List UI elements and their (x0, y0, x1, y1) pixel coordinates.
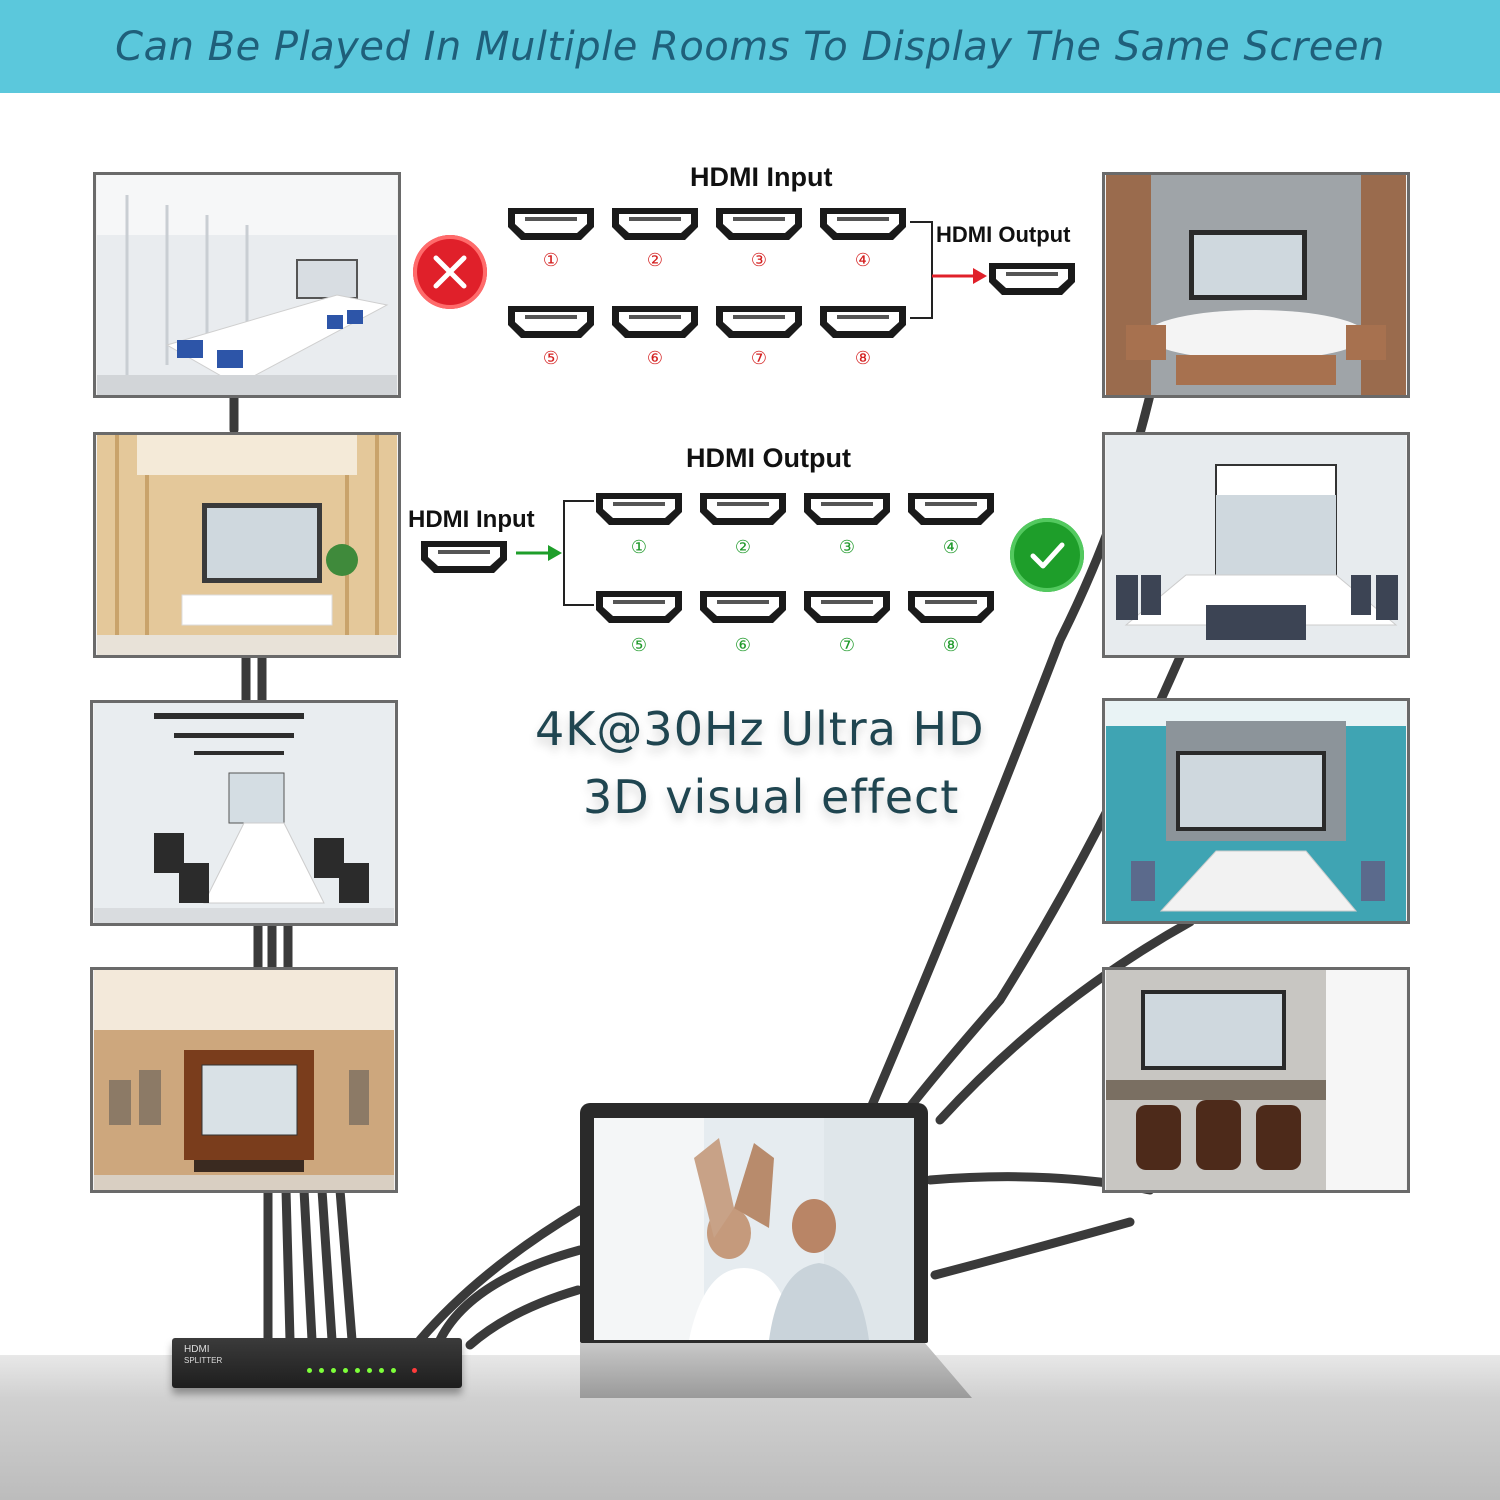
splitter-output-port-3 (801, 490, 893, 528)
top-banner: Can Be Played In Multiple Rooms To Displ… (0, 0, 1500, 93)
splitter-output-port-number-8: ⑧ (942, 635, 960, 656)
switch-input-port-number-2: ② (646, 250, 664, 271)
splitter-output-heading: HDMI Output (686, 443, 851, 473)
check-icon (1030, 542, 1065, 569)
splitter-output-port-1 (593, 490, 685, 528)
laptop (580, 1103, 975, 1403)
laptop-screen (580, 1103, 928, 1343)
room-photo-right-1 (1102, 172, 1410, 398)
switch-input-port-number-4: ④ (854, 250, 872, 271)
splitter-output-port-number-5: ⑤ (630, 635, 648, 656)
switch-input-port-4 (817, 205, 909, 243)
switch-input-port-number-7: ⑦ (750, 348, 768, 369)
room-photo-left-1 (93, 172, 401, 398)
splitter-output-port-6 (697, 588, 789, 626)
led-3 (331, 1368, 336, 1373)
not-supported-badge (413, 235, 487, 309)
switch-input-port-number-3: ③ (750, 250, 768, 271)
power-led (412, 1368, 417, 1373)
room-photo-left-3 (90, 700, 398, 926)
splitter-output-port-number-4: ④ (942, 537, 960, 558)
spec-resolution: 4K@30Hz Ultra HD (535, 702, 985, 756)
switch-input-port-7 (713, 303, 805, 341)
room-photo-right-2 (1102, 432, 1410, 658)
banner-title: Can Be Played In Multiple Rooms To Displ… (115, 23, 1385, 70)
switch-input-port-3 (713, 205, 805, 243)
switch-bracket (910, 221, 987, 319)
splitter-output-port-8 (905, 588, 997, 626)
room-photo-left-4 (90, 967, 398, 1193)
splitter-output-port-5 (593, 588, 685, 626)
led-2 (319, 1368, 324, 1373)
splitter-output-port-number-6: ⑥ (734, 635, 752, 656)
led-7 (379, 1368, 384, 1373)
splitter-output-port-number-3: ③ (838, 537, 856, 558)
splitter-output-port-2 (697, 490, 789, 528)
switch-input-port-number-6: ⑥ (646, 348, 664, 369)
room-photo-right-3 (1102, 698, 1410, 924)
splitter-output-port-number-7: ⑦ (838, 635, 856, 656)
led-4 (343, 1368, 348, 1373)
splitter-device-label: HDMI SPLITTER (184, 1344, 223, 1365)
spec-3d: 3D visual effect (583, 770, 960, 824)
switch-output-port (986, 260, 1078, 298)
hdmi-splitter-device: HDMI SPLITTER (172, 1338, 462, 1388)
splitter-output-port-number-1: ① (630, 537, 648, 558)
splitter-input-heading: HDMI Input (408, 506, 535, 533)
led-1 (307, 1368, 312, 1373)
switch-output-heading: HDMI Output (936, 222, 1071, 247)
splitter-output-port-4 (905, 490, 997, 528)
led-6 (367, 1368, 372, 1373)
cross-icon (433, 255, 467, 289)
laptop-display-image (594, 1118, 914, 1340)
room-photo-left-2 (93, 432, 401, 658)
switch-input-port-5 (505, 303, 597, 341)
led-8 (391, 1368, 396, 1373)
switch-input-heading: HDMI Input (690, 162, 833, 192)
splitter-bracket (516, 500, 594, 606)
switch-input-port-number-1: ① (542, 250, 560, 271)
splitter-output-port-number-2: ② (734, 537, 752, 558)
switch-input-port-8 (817, 303, 909, 341)
switch-input-port-number-8: ⑧ (854, 348, 872, 369)
laptop-keyboard-base (580, 1343, 972, 1398)
led-5 (355, 1368, 360, 1373)
supported-badge (1010, 518, 1084, 592)
splitter-input-port (418, 538, 510, 576)
switch-input-port-6 (609, 303, 701, 341)
switch-input-port-1 (505, 205, 597, 243)
switch-input-port-number-5: ⑤ (542, 348, 560, 369)
switch-input-port-2 (609, 205, 701, 243)
splitter-output-port-7 (801, 588, 893, 626)
room-photo-right-4 (1102, 967, 1410, 1193)
